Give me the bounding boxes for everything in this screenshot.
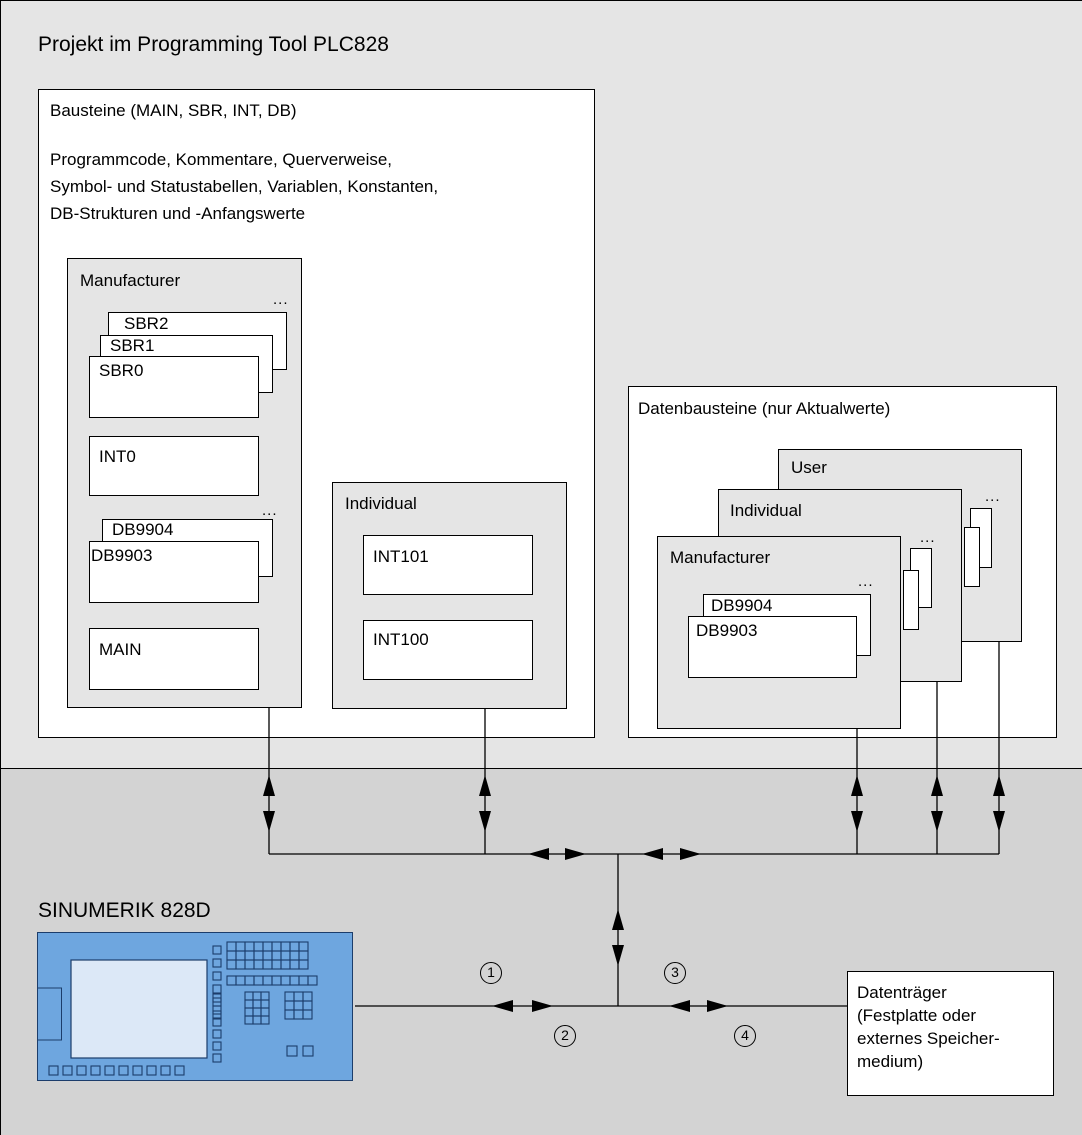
- panel-key: [212, 1041, 222, 1051]
- data-db9903-label: DB9903: [696, 621, 758, 640]
- panel-key: [48, 1065, 59, 1076]
- sbr0-label: SBR0: [99, 361, 144, 380]
- panel-key: [212, 1017, 222, 1027]
- project-title: Projekt im Programming Tool PLC828: [38, 33, 389, 56]
- int0-block: [89, 436, 259, 496]
- panel-key: [212, 958, 222, 968]
- individual-ellipsis: ...: [920, 529, 936, 546]
- panel-key: [302, 1009, 313, 1020]
- storage-box: [847, 971, 1054, 1096]
- user-stack-front: [964, 527, 980, 587]
- storage-line-3: externes Speicher-: [857, 1029, 1000, 1048]
- controller-title: SINUMERIK 828D: [38, 899, 211, 922]
- panel-key: [62, 1065, 73, 1076]
- db9903-label: DB9903: [91, 546, 153, 565]
- int100-label: INT100: [373, 630, 429, 649]
- panel-key: [212, 1053, 222, 1063]
- panel-key: [90, 1065, 101, 1076]
- int101-label: INT101: [373, 547, 429, 566]
- individual-layer-title: Individual: [730, 501, 802, 520]
- data-db9904-label: DB9904: [711, 596, 773, 615]
- db9904-label: DB9904: [112, 520, 174, 539]
- user-layer-title: User: [791, 458, 827, 477]
- individual-stack-front: [903, 570, 919, 630]
- blocks-description-line-1: Programmcode, Kommentare, Querverweise,: [50, 150, 393, 169]
- int100-block: [363, 620, 533, 680]
- storage-line-2: (Festplatte oder: [857, 1006, 977, 1025]
- main-block: [89, 628, 259, 690]
- panel-key: [146, 1065, 157, 1076]
- panel-key: [298, 959, 309, 970]
- panel-key: [212, 945, 222, 955]
- blocks-description-line-2: Symbol- und Statustabellen, Variablen, K…: [50, 177, 439, 196]
- panel-key: [260, 1015, 270, 1025]
- manufacturer-layer-title: Manufacturer: [670, 548, 771, 567]
- int101-block: [363, 535, 533, 595]
- panel-key: [212, 1005, 222, 1015]
- sbr2-label: SBR2: [124, 314, 169, 333]
- panel-key: [212, 984, 222, 994]
- sbr1-label: SBR1: [110, 336, 155, 355]
- blocks-panel-title: Bausteine (MAIN, SBR, INT, DB): [50, 101, 297, 120]
- storage-line-4: medium): [857, 1052, 924, 1071]
- storage-line-1: Datenträger: [857, 983, 947, 1002]
- panel-key: [212, 1010, 222, 1020]
- marker-4: 4: [734, 1025, 756, 1047]
- marker-1: 1: [480, 962, 502, 984]
- manufacturer-db-ellipsis: ...: [858, 573, 874, 590]
- user-ellipsis: ...: [985, 488, 1001, 505]
- db-ellipsis: ...: [262, 502, 278, 519]
- data-blocks-panel-title: Datenbausteine (nur Aktualwerte): [638, 399, 891, 418]
- panel-key: [212, 971, 222, 981]
- panel-key: [212, 993, 222, 1003]
- panel-key: [212, 1029, 222, 1039]
- panel-key: [160, 1065, 171, 1076]
- sbr0-block: [89, 356, 259, 418]
- panel-key: [76, 1065, 87, 1076]
- data-db9903-block: [688, 616, 857, 678]
- manufacturer-group-title: Manufacturer: [80, 271, 181, 290]
- panel-key: [307, 975, 318, 986]
- db9903-block: [89, 541, 259, 603]
- panel-key: [104, 1065, 115, 1076]
- panel-key: [174, 1065, 185, 1076]
- sbr-ellipsis: ...: [273, 291, 289, 308]
- panel-key: [286, 1045, 298, 1057]
- main-label: MAIN: [99, 640, 142, 659]
- sinumerik-panel-drawing: [37, 932, 353, 1081]
- individual-group-title: Individual: [345, 494, 417, 513]
- panel-key: [302, 1045, 314, 1057]
- int0-label: INT0: [99, 447, 136, 466]
- panel-key: [118, 1065, 129, 1076]
- blocks-description-line-3: DB-Strukturen und -Anfangswerte: [50, 204, 306, 223]
- panel-key: [132, 1065, 143, 1076]
- sinumerik-panel-image: [37, 932, 353, 1081]
- marker-3: 3: [664, 962, 686, 984]
- marker-2: 2: [554, 1025, 576, 1047]
